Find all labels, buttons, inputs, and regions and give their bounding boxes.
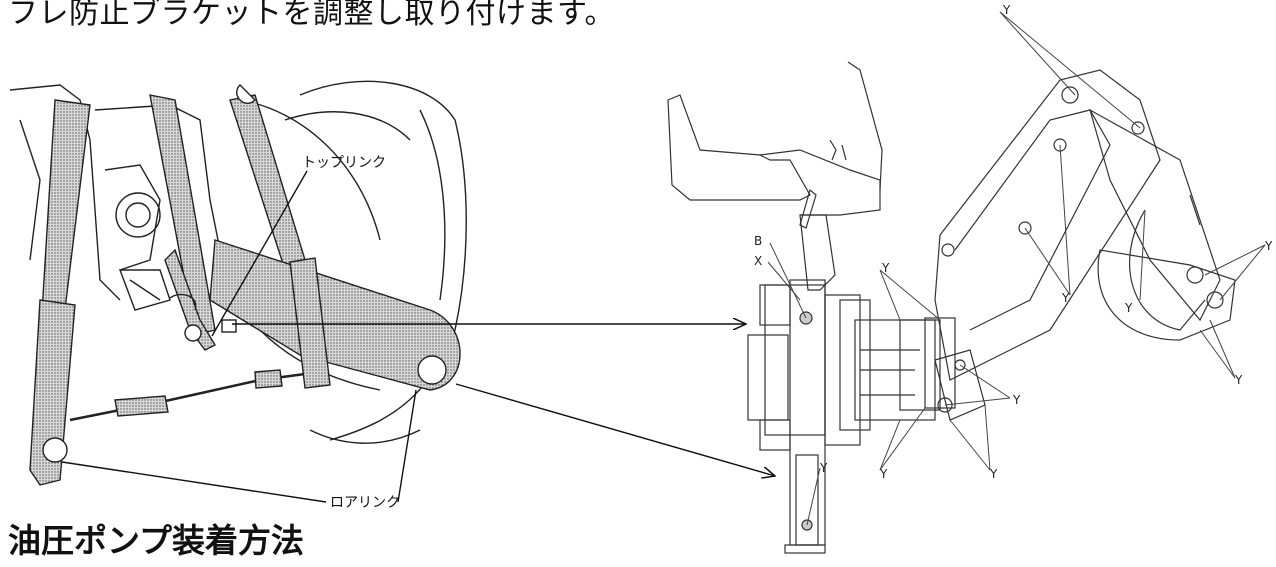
callout-x: X — [754, 254, 762, 268]
arrow-lower-link-to-leg — [455, 383, 775, 476]
tractor-hitch-figure — [9, 80, 467, 486]
backhoe-figure — [667, 11, 1266, 554]
callout-y: Y — [1061, 291, 1070, 305]
top-link-label: トップリンク — [302, 155, 386, 171]
callout-b: B — [754, 234, 762, 248]
callout-y: Y — [1012, 393, 1021, 407]
callout-y: Y — [1264, 239, 1273, 253]
callout-y: Y — [1124, 301, 1133, 315]
callout-y: Y — [881, 261, 890, 275]
callout-y: Y — [1234, 373, 1243, 387]
callout-y: Y — [819, 461, 828, 475]
callout-y: Y — [1002, 3, 1011, 17]
callout-y: Y — [989, 467, 998, 481]
lower-link-leader — [61, 461, 327, 503]
instruction-text: フレ防止ブラケットを調整し取り付けます。 — [8, 0, 615, 31]
callout-labels: B X Y Y Y Y Y Y Y Y Y Y — [754, 3, 1273, 481]
callout-y: Y — [879, 467, 888, 481]
section-heading: 油圧ポンプ装着方法 — [8, 521, 305, 560]
lower-link-leader — [397, 389, 417, 503]
top-link-leader — [211, 170, 308, 337]
lower-link-label: ロアリンク — [330, 495, 400, 511]
connection-arrows — [61, 170, 775, 503]
